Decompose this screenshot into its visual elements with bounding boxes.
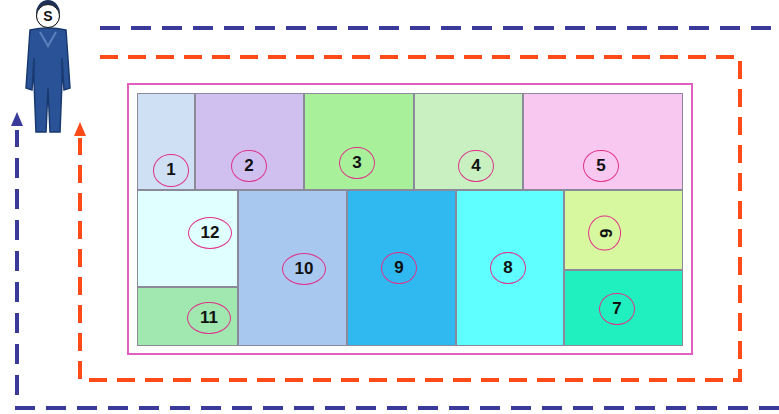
callout-number: 11 <box>187 302 231 335</box>
callout-number: 7 <box>599 293 634 326</box>
area-cell: 12 <box>137 190 238 287</box>
callout-number: 6 <box>589 215 622 250</box>
area-cell: 7 <box>564 270 683 346</box>
area-cell: 8 <box>456 190 564 346</box>
person-collar <box>40 32 56 46</box>
area-cell: 9 <box>347 190 456 346</box>
area-cell: 3 <box>304 93 414 190</box>
area-cell: 5 <box>523 93 683 190</box>
person-figure <box>26 0 70 132</box>
area-cell: 6 <box>564 190 683 270</box>
callout-number: 4 <box>458 150 493 183</box>
callout-number: 10 <box>282 253 327 286</box>
red-route <box>80 57 740 380</box>
blue-route <box>17 28 779 408</box>
callout-number: 9 <box>381 252 416 285</box>
callout-number: 3 <box>339 147 374 180</box>
area-cell: 2 <box>195 93 304 190</box>
block-frame <box>128 84 692 354</box>
callout-number: 1 <box>153 154 188 187</box>
red-route-loop <box>80 57 740 380</box>
blue-route-top <box>100 26 779 30</box>
callout-number: 8 <box>490 252 525 285</box>
callout-number: 12 <box>188 217 233 250</box>
person-head <box>36 0 60 28</box>
person-body <box>26 28 70 132</box>
area-cell: 10 <box>238 190 347 346</box>
callout-number: 5 <box>583 150 618 183</box>
red-arrowhead <box>74 122 86 136</box>
area-cell: 4 <box>414 93 523 190</box>
callout-number: 2 <box>231 150 266 183</box>
area-cell: 1 <box>137 93 195 190</box>
badge-circle: S <box>36 4 60 28</box>
blue-arrowhead <box>11 112 23 126</box>
badge-letter: S <box>43 9 52 23</box>
area-cell: 11 <box>137 287 238 346</box>
